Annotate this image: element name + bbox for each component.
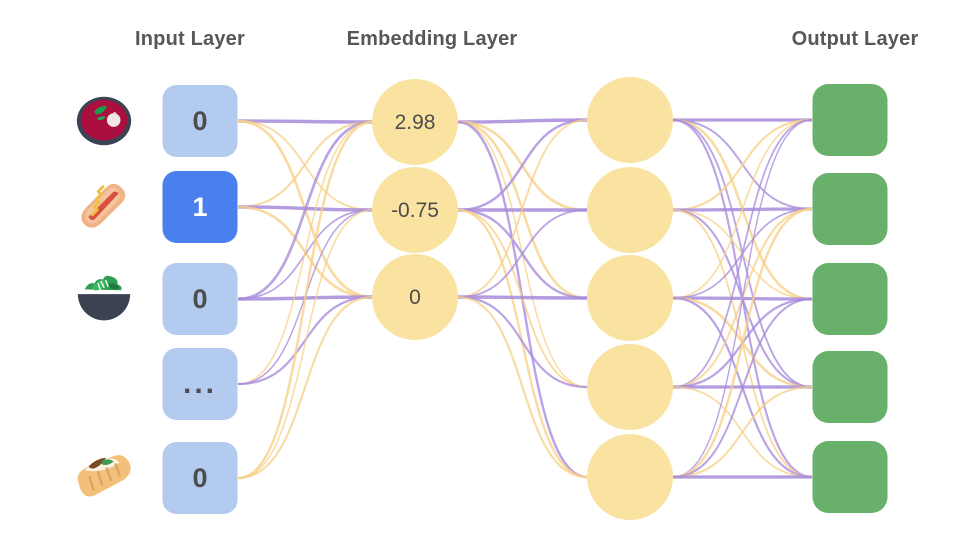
connection-edge [237, 120, 373, 301]
connection-edge [457, 295, 588, 389]
output-node-2[interactable] [812, 263, 888, 335]
embedding-node-value: 2.98 [394, 110, 436, 134]
connection-edge [237, 209, 373, 479]
connection-edge [672, 118, 813, 212]
connection-edge [237, 295, 373, 480]
input-node-value: 0 [192, 462, 208, 493]
burrito-icon [73, 447, 135, 509]
connection-edge [672, 119, 813, 388]
hidden-node-4[interactable] [587, 434, 673, 520]
connection-edge [237, 119, 373, 124]
connection-edge [457, 295, 588, 300]
embedding-node-0[interactable]: 2.98 [372, 79, 458, 165]
connection-edge [457, 295, 588, 479]
connection-edge [457, 119, 588, 298]
hot-dog-icon [73, 176, 135, 238]
input-node-value: 0 [192, 283, 208, 314]
connection-edge [237, 120, 373, 209]
title-embedding-layer: Embedding Layer [346, 28, 518, 50]
input-node-value: 0 [192, 105, 208, 136]
hidden-node-1[interactable] [587, 167, 673, 253]
connection-edge [237, 295, 373, 386]
hidden-node-2[interactable] [587, 255, 673, 341]
title-output-layer: Output Layer [791, 28, 919, 50]
green-salad-icon [73, 268, 135, 330]
connection-edge [457, 209, 588, 298]
embedding-node-value: 0 [409, 285, 421, 309]
hidden-node-0[interactable] [587, 77, 673, 163]
soup-bowl-icon [73, 90, 135, 152]
output-node-1[interactable] [812, 173, 888, 245]
output-node-3[interactable] [812, 351, 888, 423]
input-node-1[interactable]: 1 [162, 171, 238, 243]
input-node-3[interactable]: ... [162, 348, 238, 420]
connection-edge [457, 118, 588, 212]
input-node-value: ... [182, 367, 217, 400]
input-node-4[interactable]: 0 [162, 442, 238, 514]
embedding-node-value: -0.75 [391, 198, 439, 222]
connection-edge [672, 119, 813, 478]
connection-edge [457, 118, 588, 124]
input-node-0[interactable]: 0 [162, 85, 238, 157]
connection-edge [672, 119, 813, 299]
hidden-node-3[interactable] [587, 344, 673, 430]
connection-edge [237, 121, 373, 385]
embedding-node-1[interactable]: -0.75 [372, 167, 458, 253]
connection-edge [672, 298, 813, 478]
title-input-layer: Input Layer [135, 28, 245, 50]
input-node-2[interactable]: 0 [162, 263, 238, 335]
input-node-value: 1 [192, 191, 208, 222]
output-node-0[interactable] [812, 84, 888, 156]
connection-edge [672, 385, 813, 479]
connection-edge [237, 120, 373, 480]
connection-edge [672, 207, 813, 479]
output-node-4[interactable] [812, 441, 888, 513]
embedding-node-2[interactable]: 0 [372, 254, 458, 340]
